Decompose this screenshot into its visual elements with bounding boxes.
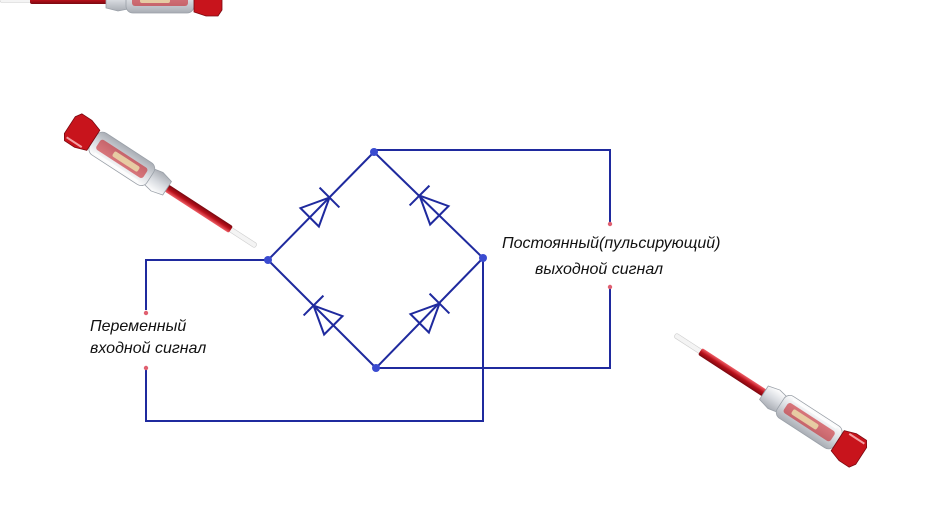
- diode-icon: [408, 292, 451, 335]
- diodes: [298, 184, 451, 337]
- ac-input-label-line2: входной сигнал: [90, 340, 207, 357]
- diode-icon: [302, 294, 345, 337]
- diode-icon: [408, 184, 451, 227]
- output-wire-top: [374, 149, 611, 224]
- node-left: [264, 256, 272, 264]
- screwdriver-tester-top-left: [60, 110, 266, 261]
- screwdriver-tester-bottom-right: [665, 320, 871, 471]
- output-terminal-bottom: [607, 284, 613, 290]
- bridge-wire-top-right: [373, 151, 484, 259]
- bridge-wire-top-left: [267, 151, 375, 261]
- input-wire-top: [145, 259, 268, 310]
- input-terminal-bottom: [143, 365, 149, 371]
- node-bottom: [372, 364, 380, 372]
- bridge-wire-bottom-left: [267, 259, 377, 369]
- ac-input-label-line1: Переменный: [90, 318, 187, 335]
- output-wire-bottom: [376, 287, 611, 369]
- output-terminal-top: [607, 221, 613, 227]
- terminals: [143, 221, 613, 371]
- input-wire-bottom: [145, 258, 484, 422]
- bridge-wire-bottom-right: [375, 257, 484, 369]
- dc-output-label-line2: выходной сигнал: [535, 261, 664, 278]
- node-right: [479, 254, 487, 262]
- diode-icon: [298, 186, 341, 229]
- input-terminal-top: [143, 310, 149, 316]
- screwdriver-tester-icon: [0, 0, 223, 17]
- node-top: [370, 148, 378, 156]
- dc-output-label-line1: Постоянный(пульсирующий): [502, 235, 721, 252]
- junction-nodes: [264, 148, 487, 372]
- wires: [145, 149, 611, 422]
